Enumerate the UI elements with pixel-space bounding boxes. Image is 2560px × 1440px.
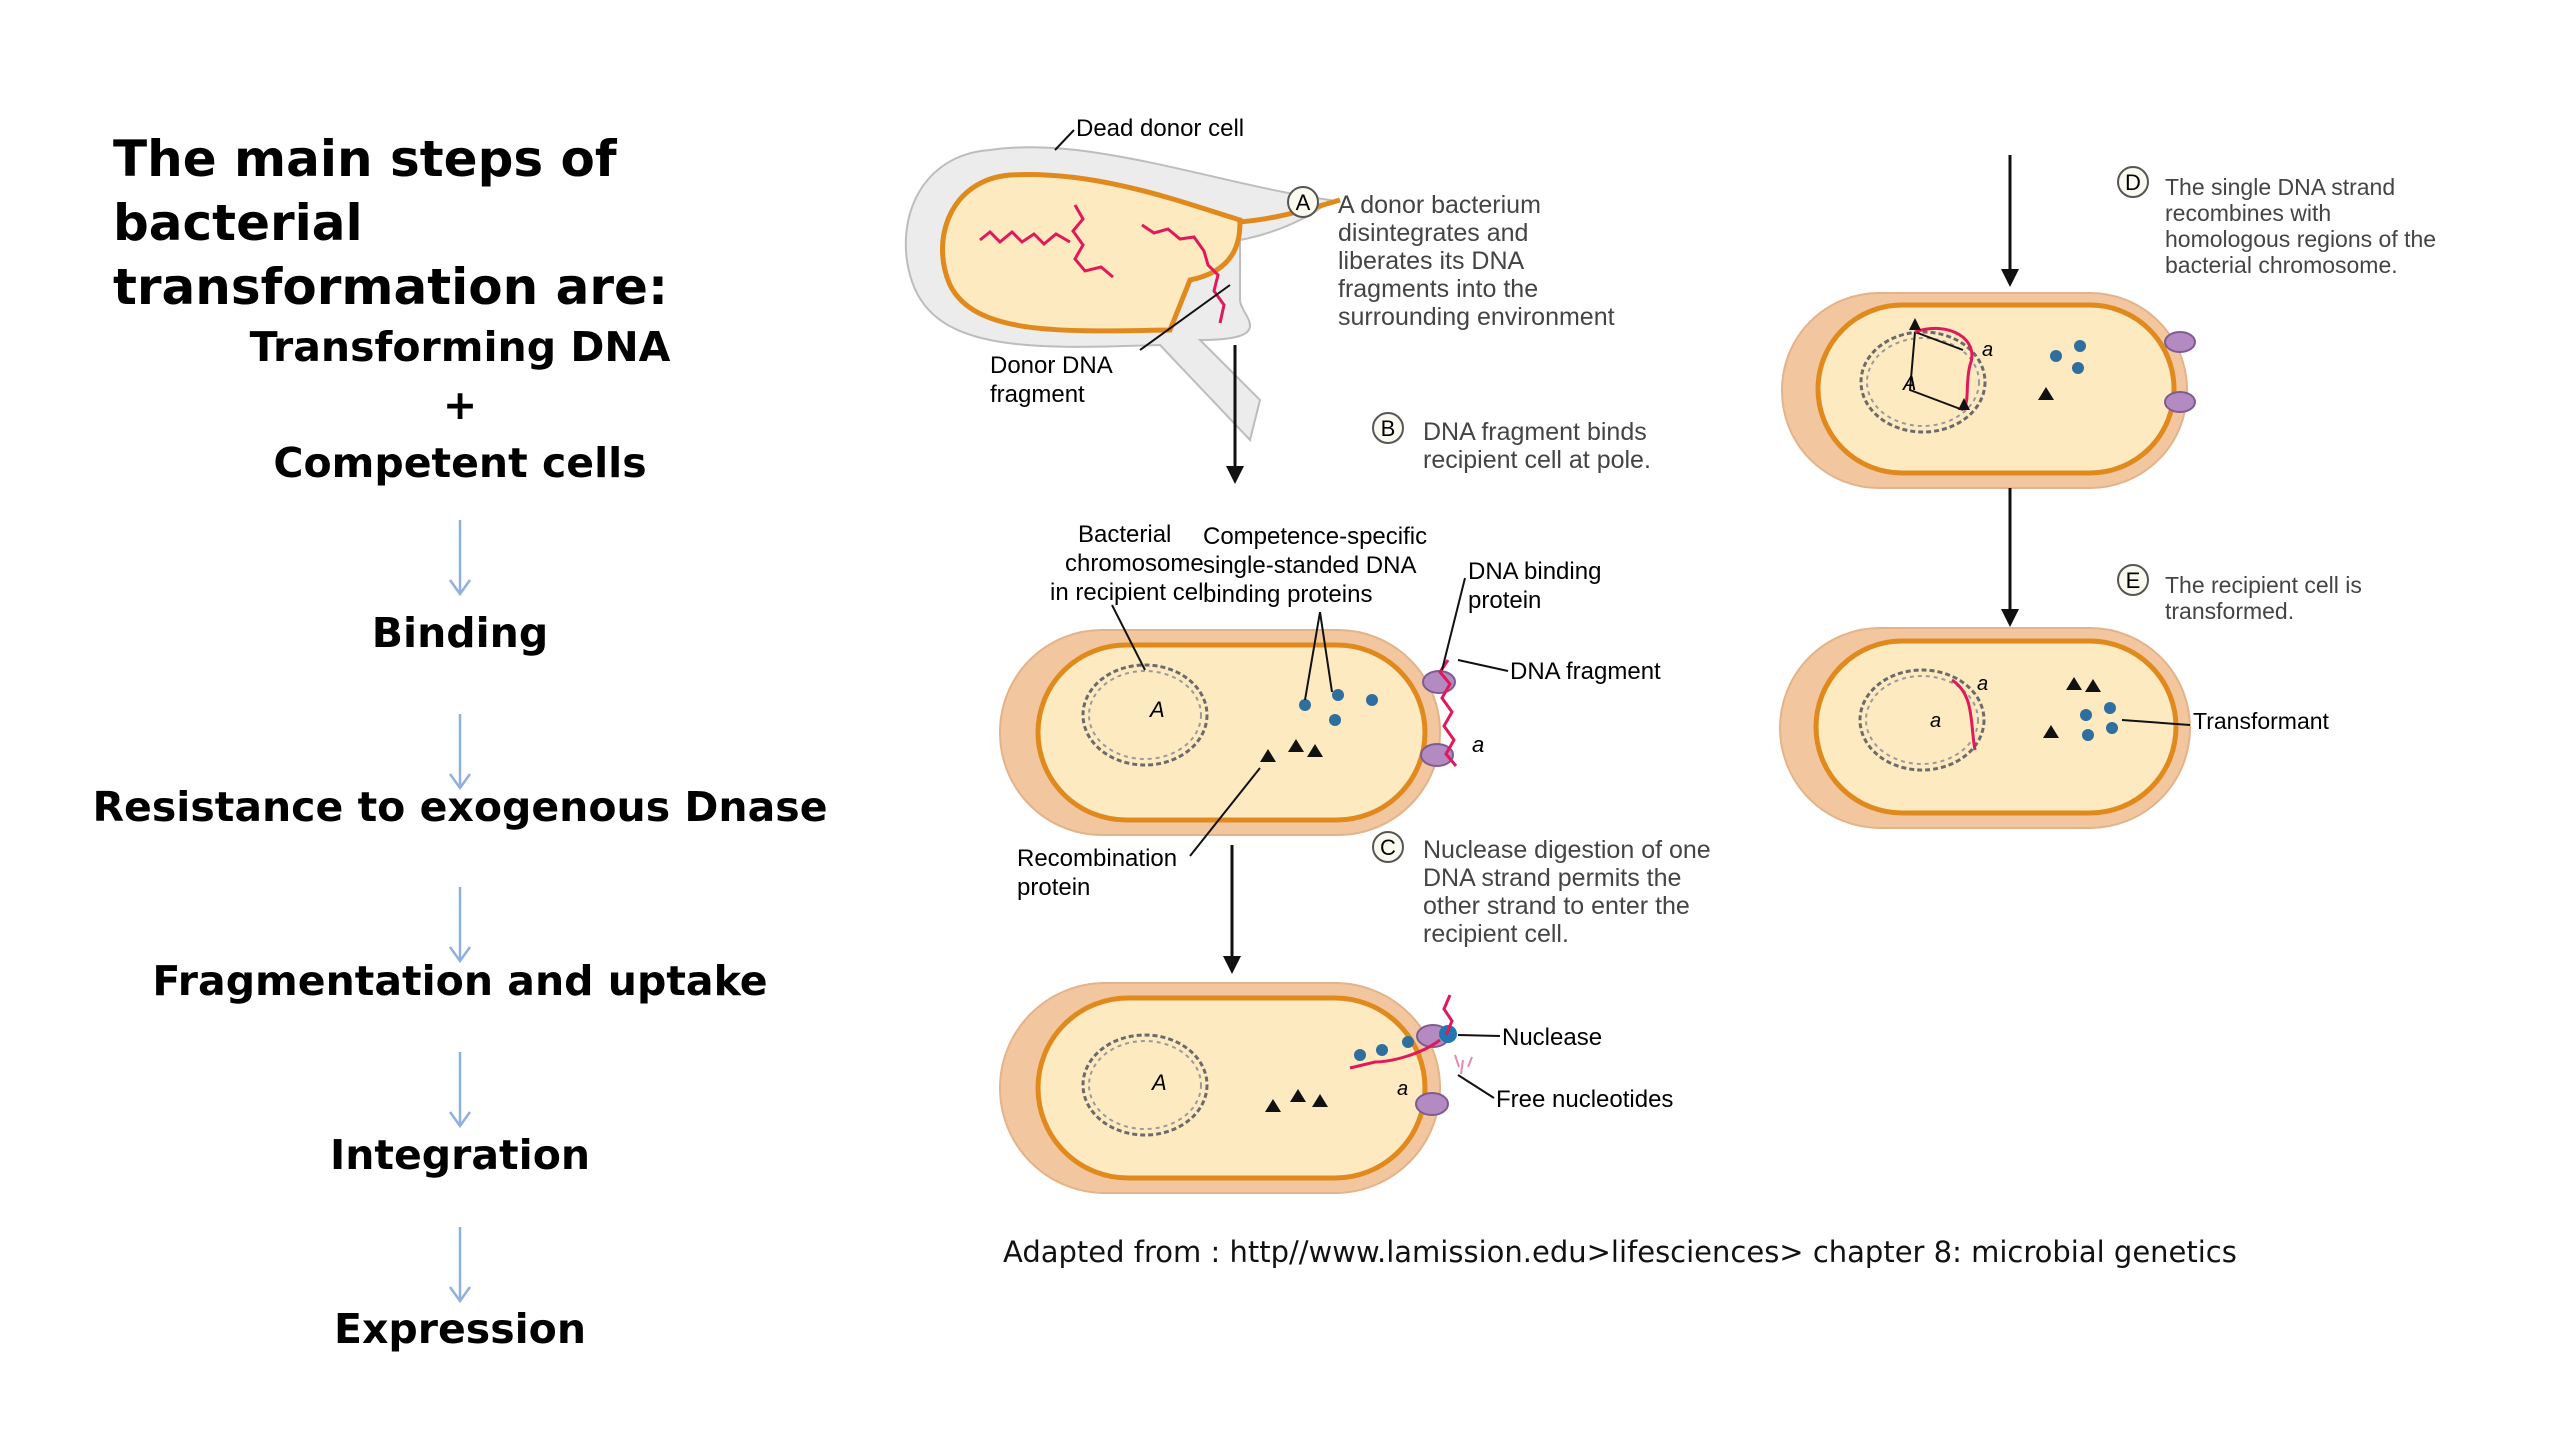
step-binding: Binding [371, 609, 549, 657]
label-dead-donor: Dead donor cell [1076, 115, 1244, 142]
gene-a-b: A [1148, 697, 1165, 722]
arrow-down-icon [448, 520, 472, 597]
step-d-text-3: homologous regions of the [2165, 226, 2436, 252]
step-d-text-4: bacterial chromosome. [2165, 252, 2398, 278]
heading-line-1: The main steps of bacterial [113, 130, 617, 252]
label-dna-binding-1: DNA binding [1468, 558, 1601, 585]
step-c-text-2: DNA strand permits the [1423, 864, 1681, 892]
step-b-letter: B [1381, 416, 1396, 441]
label-dna-fragment: DNA fragment [1510, 658, 1661, 685]
step-c-letter: C [1380, 835, 1396, 860]
label-bact-chrom-2: chromosome [1065, 550, 1204, 577]
gene-a-small-e2: a [1977, 673, 1988, 695]
label-competence-1: Competence-specific [1203, 523, 1427, 550]
step-plus: + [442, 381, 478, 429]
source-caption: Adapted from : http//www.lamission.edu>l… [1003, 1235, 2237, 1269]
step-fragmentation: Fragmentation and uptake [152, 957, 768, 1005]
recipient-cell-d [1781, 292, 2196, 489]
gene-a-small-c: a [1397, 1078, 1408, 1100]
label-recomb-1: Recombination [1017, 845, 1177, 872]
gene-a-c: A [1150, 1070, 1167, 1095]
step-c-badge [1372, 831, 1404, 863]
label-donor-dna-2: fragment [990, 381, 1085, 408]
step-c-text-4: recipient cell. [1423, 920, 1569, 948]
dead-donor-cell [904, 146, 1341, 443]
arrow-down-icon [448, 714, 472, 791]
step-d-badge [2117, 166, 2149, 198]
step-integration: Integration [329, 1131, 591, 1179]
gene-a-small-e1: a [1930, 710, 1941, 732]
label-bact-chrom-1: Bacterial [1078, 521, 1171, 548]
recipient-cell-b: A [999, 629, 1458, 836]
step-a-badge [1287, 186, 1319, 218]
label-transformant: Transformant [2193, 708, 2330, 734]
step-e-letter: E [2126, 568, 2141, 593]
transformed-cell-e [1779, 627, 2191, 829]
step-a-text-5: surrounding environment [1338, 303, 1615, 331]
label-nuclease: Nuclease [1502, 1024, 1602, 1051]
label-donor-dna-1: Donor DNA [990, 352, 1113, 379]
step-competent-cells: Competent cells [273, 439, 647, 487]
label-bact-chrom-3: in recipient cell [1050, 579, 1209, 606]
gene-a-small-b: a [1472, 732, 1484, 757]
gene-a-small-d: a [1982, 339, 1993, 361]
step-c-text-1: Nuclease digestion of one [1423, 836, 1711, 864]
step-b-text-1: DNA fragment binds [1423, 418, 1647, 446]
arrow-down-icon [448, 1052, 472, 1129]
step-b-text-2: recipient cell at pole. [1423, 446, 1651, 474]
label-dna-binding-2: protein [1468, 587, 1541, 614]
step-transforming-dna: Transforming DNA [249, 323, 671, 371]
gene-a-d: A [1902, 373, 1916, 395]
step-e-badge [2117, 564, 2149, 596]
step-c-text-3: other strand to enter the [1423, 892, 1690, 920]
arrow-down-icon [448, 887, 472, 964]
label-free-nucleotides: Free nucleotides [1496, 1086, 1673, 1113]
step-d-text-1: The single DNA strand [2165, 174, 2395, 200]
transformation-figure: Dead donor cell Donor DNA fragment A A d… [904, 115, 2436, 1194]
step-a-text-4: fragments into the [1338, 275, 1538, 303]
step-a-letter: A [1296, 190, 1311, 215]
step-a-text-2: disintegrates and [1338, 219, 1528, 247]
label-competence-3: binding proteins [1203, 581, 1372, 608]
step-d-letter: D [2125, 170, 2141, 195]
step-resistance: Resistance to exogenous Dnase [92, 783, 828, 831]
step-a-text-1: A donor bacterium [1338, 191, 1541, 219]
arrow-down-icon [448, 1227, 472, 1304]
step-b-badge [1372, 412, 1404, 444]
slide-heading: The main steps of bacterial transformati… [113, 127, 763, 319]
step-e-text-2: transformed. [2165, 598, 2294, 624]
recipient-cell-c: A [999, 982, 1473, 1194]
label-competence-2: single-standed DNA [1203, 552, 1416, 579]
step-expression: Expression [333, 1305, 587, 1353]
step-a-text-3: liberates its DNA [1338, 247, 1524, 275]
heading-line-2: transformation are: [113, 258, 668, 316]
step-d-text-2: recombines with [2165, 200, 2331, 226]
step-e-text-1: The recipient cell is [2165, 572, 2362, 598]
label-recomb-2: protein [1017, 874, 1090, 901]
